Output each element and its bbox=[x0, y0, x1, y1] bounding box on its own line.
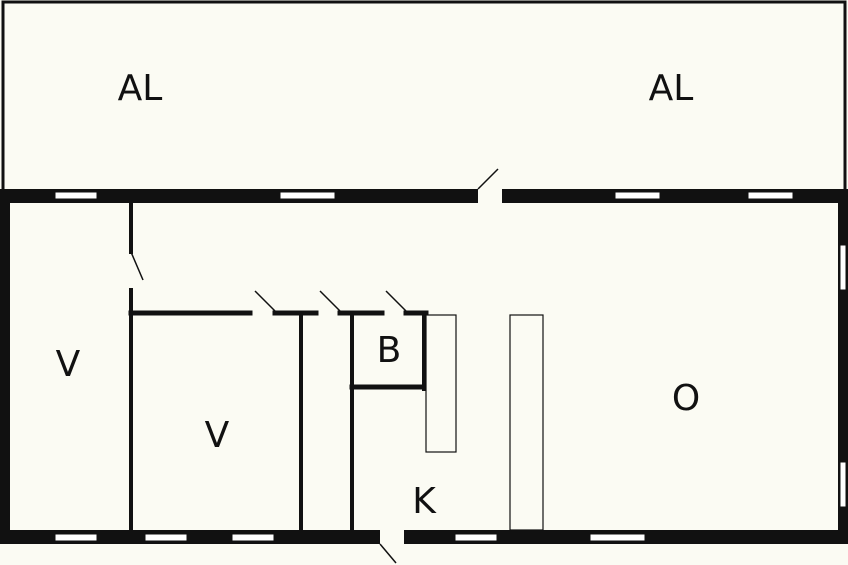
window bbox=[54, 533, 98, 542]
room-label-bathroom: B bbox=[377, 330, 402, 371]
door-swing bbox=[254, 290, 276, 312]
window bbox=[747, 191, 794, 200]
window bbox=[614, 191, 661, 200]
window bbox=[231, 533, 275, 542]
interior-doors bbox=[130, 251, 407, 312]
window bbox=[839, 461, 847, 508]
door-gap bbox=[478, 189, 502, 203]
interior-walls bbox=[128, 201, 429, 532]
room-label-terrace-right: AL bbox=[649, 68, 694, 109]
door-swing bbox=[477, 168, 499, 190]
wall-right bbox=[838, 189, 848, 544]
top-windows bbox=[54, 191, 794, 200]
wall-left bbox=[0, 189, 10, 544]
room-label-bedroom-middle: V bbox=[205, 415, 230, 456]
door-swing bbox=[319, 290, 341, 312]
bottom-windows bbox=[54, 533, 646, 542]
terrace-door bbox=[477, 168, 502, 203]
door-swing bbox=[130, 251, 144, 281]
wall-bottom bbox=[0, 530, 848, 544]
room-label-terrace-left: AL bbox=[118, 68, 163, 109]
room-label-living: O bbox=[672, 378, 700, 419]
door-gap bbox=[380, 530, 404, 544]
room-label-bedroom-left: V bbox=[56, 344, 81, 385]
window bbox=[839, 244, 847, 291]
window bbox=[54, 191, 98, 200]
terrace-outline bbox=[1, 0, 847, 196]
kitchen-counters bbox=[425, 314, 544, 531]
right-windows bbox=[839, 244, 847, 508]
door-swing bbox=[385, 290, 407, 312]
counter bbox=[509, 314, 544, 531]
wall-top bbox=[0, 189, 848, 203]
room-label-kitchen: K bbox=[412, 481, 437, 522]
window bbox=[279, 191, 336, 200]
window bbox=[589, 533, 646, 542]
window bbox=[144, 533, 188, 542]
door-swing bbox=[379, 543, 397, 564]
counter bbox=[425, 314, 457, 453]
window bbox=[454, 533, 498, 542]
bottom-door bbox=[379, 530, 404, 564]
